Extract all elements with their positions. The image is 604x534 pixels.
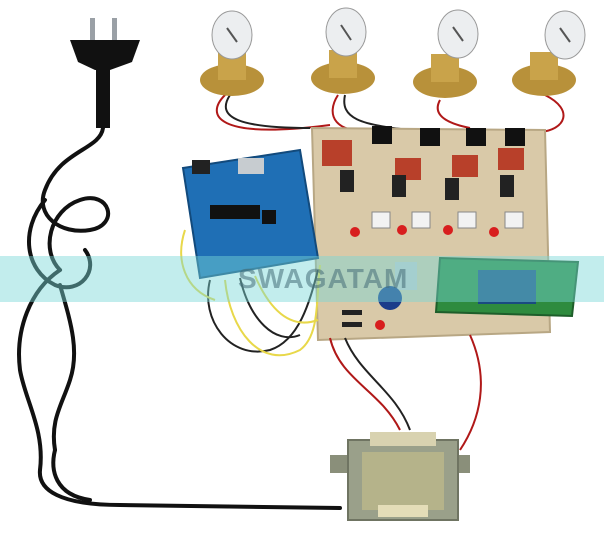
power-cable bbox=[17, 126, 342, 510]
jumper-wires bbox=[180, 229, 321, 357]
lamp-2 bbox=[311, 7, 375, 94]
watermark-text: SWAGATAM bbox=[238, 263, 409, 294]
arduino-board bbox=[181, 148, 320, 280]
transformer bbox=[330, 432, 470, 521]
transformer-wires bbox=[329, 334, 482, 451]
lamp-1 bbox=[200, 10, 264, 96]
lamp-4 bbox=[512, 10, 586, 96]
bluetooth-module bbox=[434, 256, 580, 318]
watermark-band bbox=[0, 256, 604, 302]
mains-plug bbox=[70, 18, 140, 128]
lamp-3 bbox=[413, 9, 479, 98]
